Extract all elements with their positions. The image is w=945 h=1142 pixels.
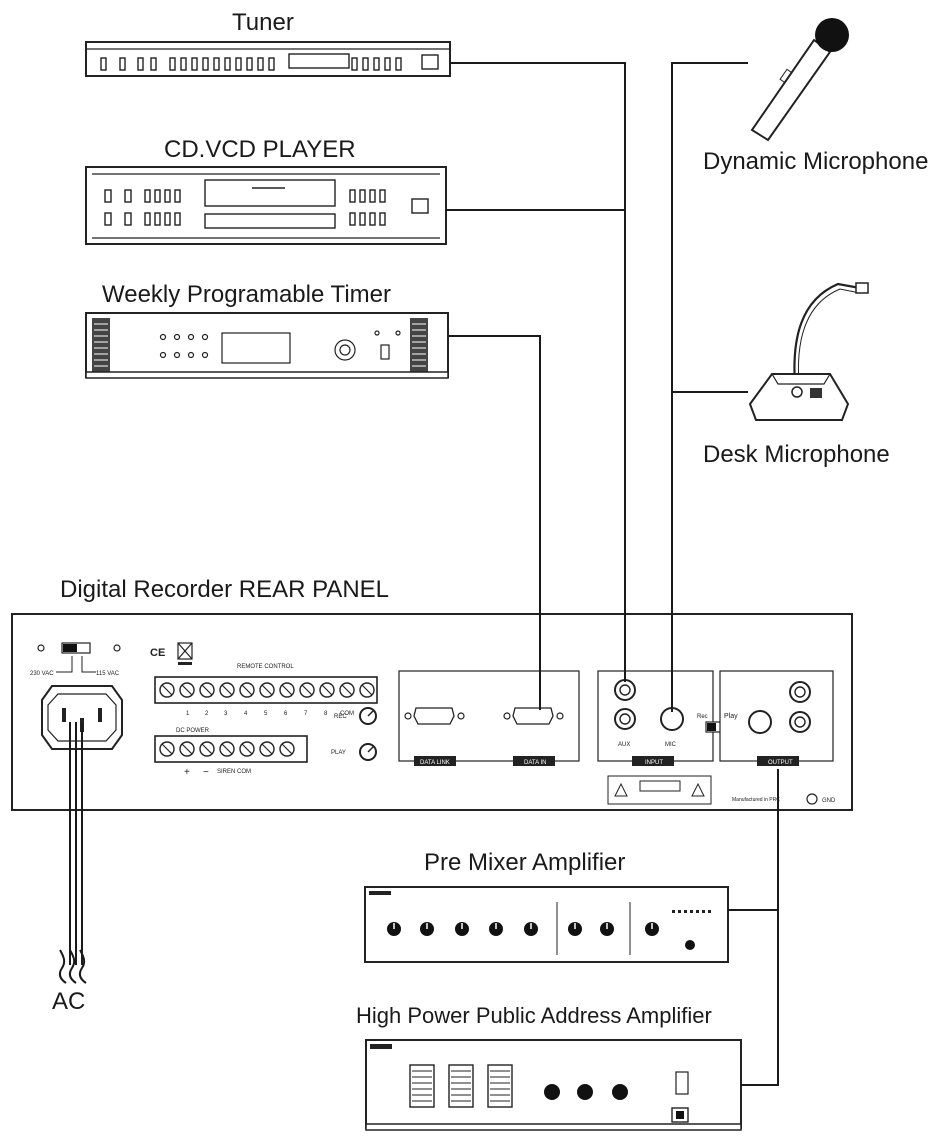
- pa-amplifier-label: High Power Public Address Amplifier: [356, 1003, 712, 1028]
- gnd-label: GND: [822, 798, 836, 804]
- desk-microphone-icon: [748, 282, 869, 421]
- terminal-label-5: 5: [264, 711, 268, 717]
- terminal-label-8: 8: [324, 711, 328, 717]
- connection-wires: [446, 62, 779, 1086]
- data-in-label: DATA IN: [524, 760, 546, 766]
- data-link-label: DATA LINK: [420, 760, 450, 766]
- dynamic-microphone-icon: [750, 18, 849, 142]
- manufactured-label: Manufactured in PRC: [732, 797, 780, 803]
- mic-label: MIC: [665, 742, 677, 748]
- output-label: OUTPUT: [768, 760, 793, 766]
- siren-com-label: SIREN COM: [217, 769, 251, 775]
- minus-label: −: [203, 767, 209, 778]
- terminal-label-com: COM: [340, 711, 354, 717]
- wavy-ac-cable-icon: [58, 949, 87, 984]
- pa-amplifier-device: [365, 1039, 742, 1131]
- dc-power-label: DC POWER: [176, 728, 210, 734]
- play-label: PLAY: [331, 750, 346, 756]
- terminal-label-6: 6: [284, 711, 288, 717]
- desk-microphone-label: Desk Microphone: [703, 441, 890, 468]
- pre-mixer-device: [364, 886, 729, 963]
- terminal-label-3: 3: [224, 711, 228, 717]
- recorder-label: Digital Recorder REAR PANEL: [60, 576, 390, 603]
- recorder-rear-panel: [11, 613, 853, 811]
- terminal-label-2: 2: [205, 711, 209, 717]
- tuner-device: [85, 41, 451, 77]
- input-label: INPUT: [645, 760, 663, 766]
- voltage-right-label: 115 VAC: [96, 671, 120, 677]
- timer-label: Weekly Programable Timer: [102, 281, 391, 308]
- cd-player-label: CD.VCD PLAYER: [164, 136, 356, 163]
- rear-panel-texts: 230 VAC 115 VAC CE REMOTE CONTROL 1 2 3 …: [30, 647, 836, 804]
- terminal-label-7: 7: [304, 711, 308, 717]
- play-switch-label: Play: [724, 713, 738, 720]
- dynamic-microphone-label: Dynamic Microphone: [703, 148, 929, 175]
- pre-mixer-label: Pre Mixer Amplifier: [424, 849, 626, 876]
- plus-label: +: [184, 767, 190, 778]
- rec-label: REC: [334, 714, 347, 720]
- weekly-timer-device: [85, 312, 449, 379]
- cd-player-device: [85, 166, 447, 245]
- rec-switch-label: Rec: [697, 714, 708, 720]
- remote-control-label: REMOTE CONTROL: [237, 664, 294, 670]
- ac-cable: [69, 722, 83, 965]
- voltage-left-label: 230 VAC: [30, 671, 54, 677]
- terminal-label-1: 1: [186, 711, 190, 717]
- aux-label: AUX: [618, 742, 630, 748]
- terminal-label-4: 4: [244, 711, 248, 717]
- tuner-label: Tuner: [232, 9, 294, 36]
- ce-mark: CE: [150, 647, 165, 659]
- ac-label: AC: [52, 988, 86, 1015]
